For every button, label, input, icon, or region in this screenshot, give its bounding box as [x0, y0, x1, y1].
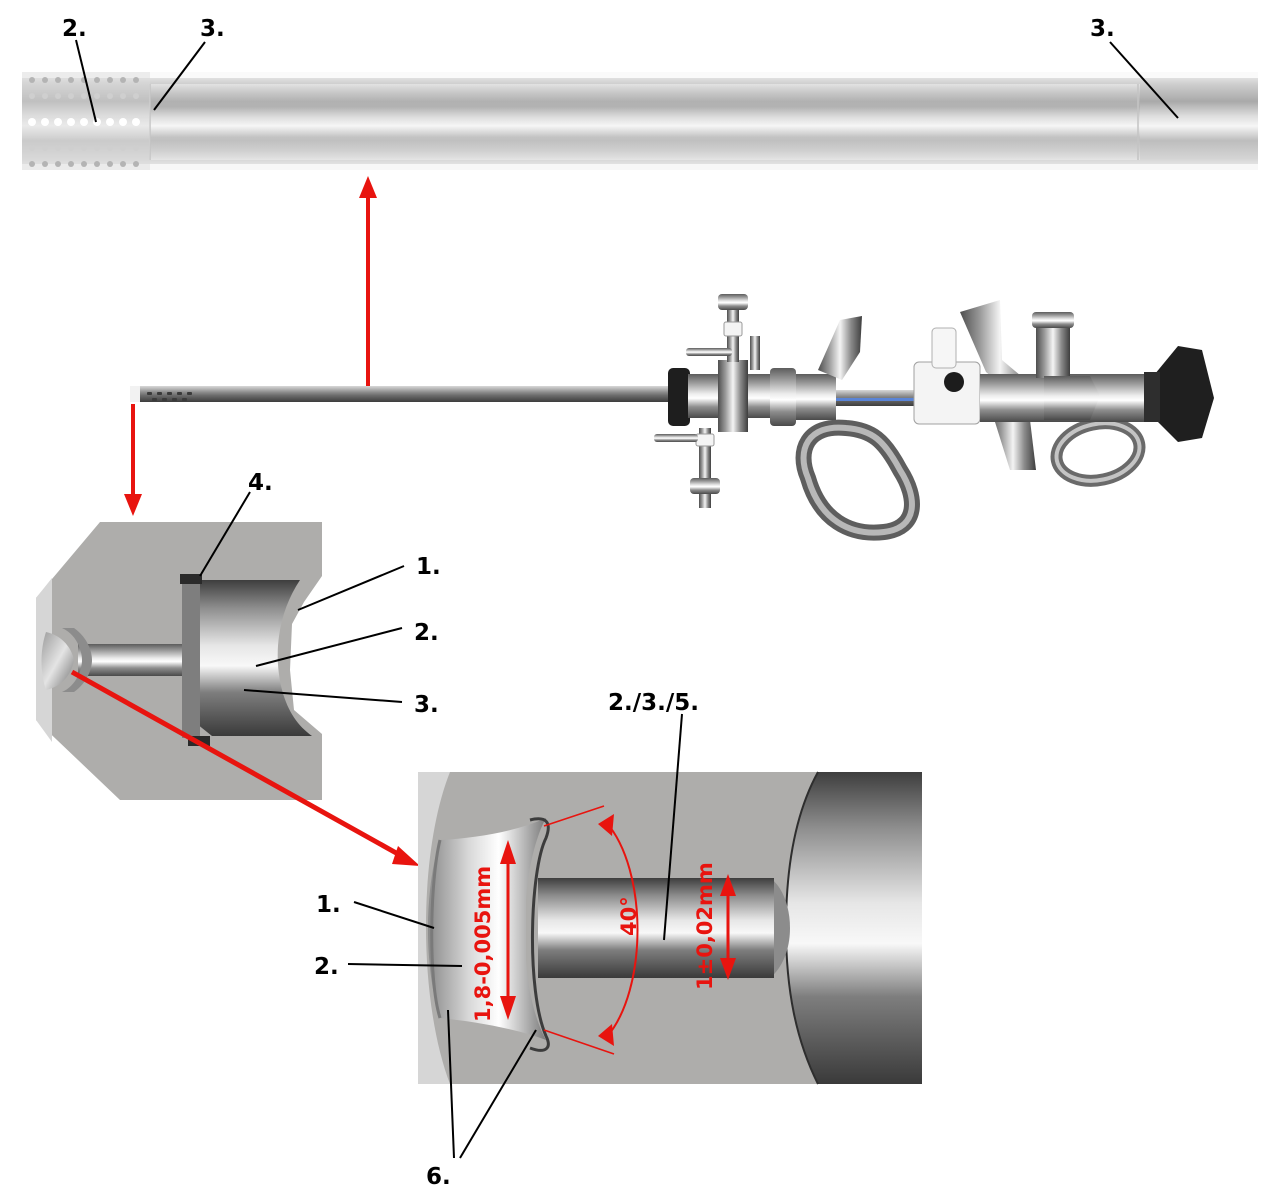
perforation-hole: [120, 161, 126, 167]
dimension-cone-angle: 40°: [617, 896, 641, 936]
perforation-hole: [120, 77, 126, 83]
label-detail-shaft: 2./3./5.: [608, 690, 699, 716]
perforation-hole: [106, 118, 114, 126]
label-top-left-edge: 3.: [200, 16, 225, 42]
label-detail-corners: 6.: [426, 1164, 451, 1189]
section-leaders: [199, 491, 405, 703]
sheath-tube: [22, 72, 1258, 170]
dimension-lines: [500, 805, 736, 1055]
perforation-hole: [41, 118, 49, 126]
perforation-hole: [29, 77, 35, 83]
label-top-holes: 2.: [62, 16, 87, 42]
perforation-hole: [94, 93, 100, 99]
perforation-hole: [94, 77, 100, 83]
label-section-face: 2.: [414, 620, 439, 646]
perforation-hole: [107, 77, 113, 83]
perforation-hole: [29, 93, 35, 99]
perforation-hole: [68, 161, 74, 167]
label-detail-edge: 1.: [316, 892, 341, 918]
perforation-hole: [119, 118, 127, 126]
top-leaders: [75, 39, 1179, 123]
perforation-hole: [68, 77, 74, 83]
perforation-hole: [28, 118, 36, 126]
perforation-hole: [67, 118, 75, 126]
perforation-hole: [55, 77, 61, 83]
perforation-hole: [29, 161, 35, 167]
arrow-icon: [124, 176, 377, 516]
perforation-hole: [42, 145, 48, 151]
detail-leaders: [347, 713, 683, 1159]
perforation-hole: [133, 161, 139, 167]
label-detail-face: 2.: [314, 954, 339, 980]
perforation-hole: [29, 145, 35, 151]
perforation-hole: [107, 145, 113, 151]
perforation-hole: [80, 118, 88, 126]
perforation-hole: [107, 161, 113, 167]
perforation-hole: [42, 161, 48, 167]
perforation-hole: [93, 118, 101, 126]
dimension-flange-diameter: 1,8-0,005mm: [471, 866, 495, 1022]
perforation-hole: [133, 77, 139, 83]
perforation-hole: [81, 145, 87, 151]
perforation-hole: [120, 145, 126, 151]
perforation-hole: [120, 93, 126, 99]
label-top-right-edge: 3.: [1090, 16, 1115, 42]
perforation-hole: [81, 93, 87, 99]
perforation-hole: [42, 93, 48, 99]
perforation-hole: [68, 93, 74, 99]
perforation-hole: [94, 145, 100, 151]
perforation-hole: [68, 145, 74, 151]
perforation-hole: [133, 93, 139, 99]
perforation-hole: [81, 161, 87, 167]
dimension-shaft-diameter: 1±0,02mm: [693, 862, 717, 990]
detail-pointer-arrow: [70, 669, 420, 866]
label-section-groove: 4.: [248, 470, 273, 496]
label-section-inner: 3.: [414, 692, 439, 718]
perforation-hole: [107, 93, 113, 99]
section-view: [36, 522, 322, 800]
perforation-hole: [55, 161, 61, 167]
perforation-hole: [54, 118, 62, 126]
label-section-outer: 1.: [416, 554, 441, 580]
resectoscope-icon: [130, 294, 1214, 541]
perforation-hole: [42, 77, 48, 83]
perforation-hole: [55, 145, 61, 151]
perforation-hole: [55, 93, 61, 99]
perforation-hole: [132, 118, 140, 126]
perforation-hole: [94, 161, 100, 167]
perforation-hole: [133, 145, 139, 151]
